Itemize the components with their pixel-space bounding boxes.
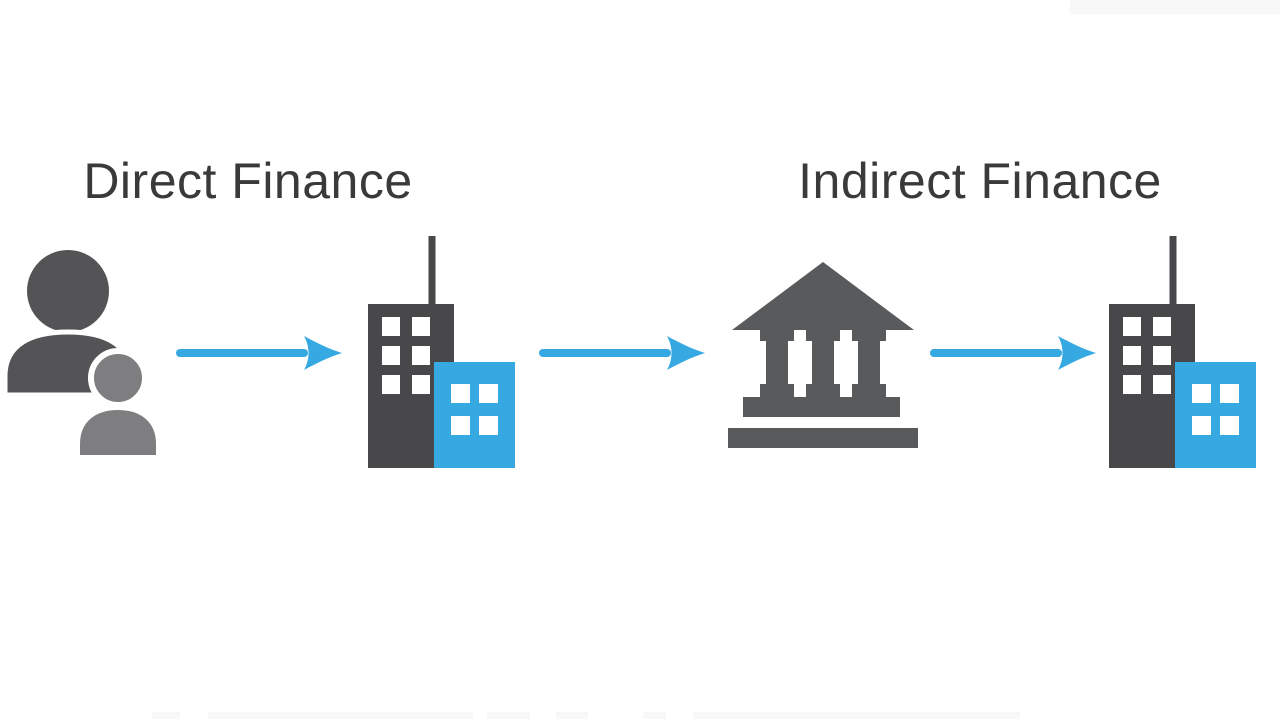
arrow-right-icon [930, 336, 1096, 370]
buildings-icon [368, 236, 515, 468]
people-icon [2, 250, 162, 460]
top-right-artifact-bar [1070, 0, 1280, 14]
bottom-artifact-bar [556, 712, 588, 719]
arrow-right-icon [539, 336, 705, 370]
bank-icon [728, 262, 918, 448]
arrow-right-icon [176, 336, 342, 370]
bottom-artifact-bar [693, 712, 1020, 719]
bottom-artifact-bar [208, 712, 473, 719]
buildings-icon [1109, 236, 1256, 468]
direct-finance-title: Direct Finance [83, 153, 413, 209]
bottom-artifact-bar [643, 712, 666, 719]
indirect-finance-title: Indirect Finance [798, 153, 1162, 209]
bottom-artifact-bar [152, 712, 180, 719]
bottom-artifact-bar [487, 712, 530, 719]
